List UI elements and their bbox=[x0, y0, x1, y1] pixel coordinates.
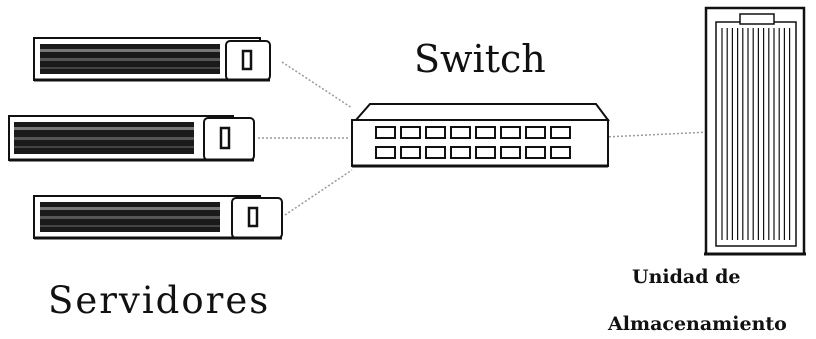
switch-port bbox=[526, 127, 545, 138]
switch-port bbox=[426, 127, 445, 138]
switch-port bbox=[551, 147, 570, 158]
switch-port bbox=[426, 147, 445, 158]
switch-port bbox=[501, 147, 520, 158]
switch-port bbox=[451, 147, 470, 158]
connection-switch-storage bbox=[605, 132, 710, 137]
server-2 bbox=[9, 116, 254, 160]
switch-label: Switch bbox=[414, 37, 546, 81]
switch-port bbox=[401, 127, 420, 138]
servers-label: Servidores bbox=[48, 279, 270, 322]
switch-port bbox=[451, 127, 470, 138]
switch-port bbox=[376, 127, 395, 138]
switch-port bbox=[526, 147, 545, 158]
storage-unit bbox=[704, 8, 806, 254]
switch-port bbox=[476, 147, 495, 158]
switch-port bbox=[551, 127, 570, 138]
switch-port bbox=[376, 147, 395, 158]
server-1 bbox=[34, 38, 270, 80]
connection-server-1-switch bbox=[282, 62, 352, 108]
switch-port bbox=[401, 147, 420, 158]
server-3 bbox=[34, 196, 282, 238]
switch-port bbox=[476, 127, 495, 138]
switch-port bbox=[501, 127, 520, 138]
connection-server-3-switch bbox=[285, 170, 352, 215]
storage-label-line2: Almacenamiento bbox=[607, 313, 787, 335]
storage-label-line1: Unidad de bbox=[632, 266, 740, 288]
network-switch bbox=[352, 104, 608, 166]
